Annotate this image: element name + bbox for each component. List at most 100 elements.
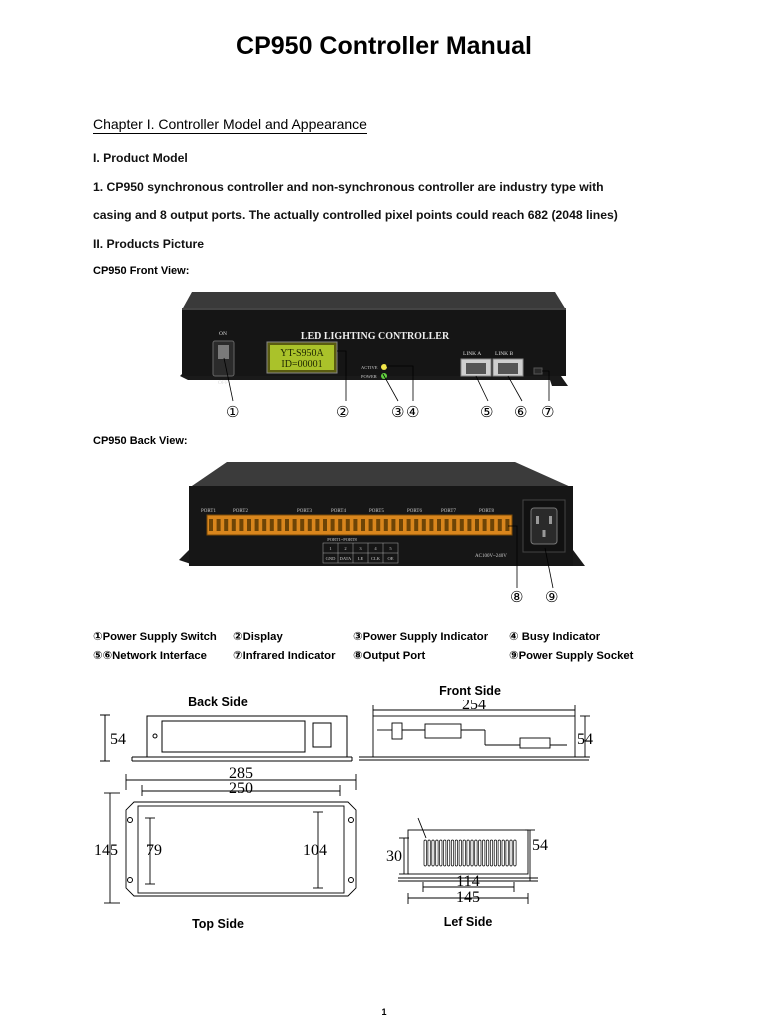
top-height-right-dim: 104 [303,842,327,859]
active-led-label: ACTIVE [361,365,378,370]
pin-name-1: GND [326,556,336,561]
terminal-pin [277,519,282,531]
legend-item-3: ③Power Supply Indicator [353,631,489,643]
legend-item-2: ②Display [233,631,283,643]
power-socket-icon [530,507,558,545]
panel-title: LED LIGHTING CONTROLLER [301,331,450,342]
pin-name-4: CLK [371,556,381,561]
front-callout-2: ② [336,403,350,421]
back-callout-9: ⑨ [545,588,559,606]
left-height-right-dim: 54 [532,837,548,854]
lcd-line-2: ID=00001 [281,359,322,370]
front-callout-3: ③ [391,403,405,421]
vent-slot [450,839,455,867]
top-side-label: Top Side [192,917,244,931]
vent-slot [427,839,431,867]
vent-slot [486,839,490,867]
terminal-pin [231,519,236,531]
pin-number-1: 1 [329,546,331,551]
port-label-2: PORT2 [233,509,248,514]
back-view-photo: PORT1 PORT2 PORT3 PORT4 PORT5 PORT6 PORT… [179,462,585,589]
pin-number-5: 5 [389,546,392,551]
vent-slot [458,839,462,867]
page-title: CP950 Controller Manual [236,32,532,60]
terminal-pin [391,519,396,531]
lcd-line-1: YT-S950A [280,348,324,359]
port-label-3: PORT3 [297,509,312,514]
left-width-outer-dim: 145 [456,889,480,906]
vent-slot [447,839,451,867]
terminal-pin [368,519,373,531]
terminal-pin [307,519,312,531]
vent-slot [482,839,486,867]
terminal-pin [505,519,510,531]
switch-on-label: ON [219,331,227,337]
vent-slot [435,839,439,867]
power-led-label: POWER [361,374,377,379]
front-height-dim: 54 [577,731,593,748]
terminal-pin [262,519,267,531]
port-label-8: PORT8 [479,509,494,514]
vent-slot [423,839,427,867]
product-description-line-2: casing and 8 output ports. The actually … [93,208,618,222]
vent-slot [454,839,458,867]
page-number: 1 [381,1007,387,1017]
legend-item-8: ⑨Power Supply Socket [509,650,634,662]
terminal-pin [254,519,259,531]
terminal-pin [345,519,350,531]
terminal-pin [490,519,495,531]
terminal-pin [429,519,434,531]
left-height-left-dim: 30 [386,848,402,865]
terminal-pin [330,519,335,531]
terminal-pin [315,519,320,531]
terminal-pin [353,519,358,531]
product-model-heading: I. Product Model [93,151,188,165]
vent-slot [493,839,497,867]
legend-item-1: ①Power Supply Switch [93,631,217,643]
terminal-pin [292,519,297,531]
terminal-pin [421,519,426,531]
chapter-heading: Chapter I. Controller Model and Appearan… [93,116,367,134]
vent-slot [478,839,482,867]
top-width-inner-dim: 250 [229,780,253,797]
vent-slot [466,839,470,867]
vent-slot [474,839,478,867]
front-view-photo: LED LIGHTING CONTROLLER ON OFF YT-S950A … [180,292,568,402]
left-width-inner-dim: 114 [456,873,479,890]
terminal-pin [376,519,381,531]
terminal-pin [209,519,213,531]
vent-slot [497,839,501,867]
front-callout-6: ⑥ [514,403,528,421]
left-side-label: Lef Side [443,915,493,929]
terminal-pin [338,519,343,531]
front-callout-5: ⑤ [480,403,494,421]
link-b-label: LINK B [495,351,514,357]
terminal-pin [383,519,388,531]
infrared-window-icon [533,367,543,375]
legend-item-6: ⑦Infrared Indicator [233,650,336,662]
vent-slot [513,839,517,867]
legend-item-4: ④ Busy Indicator [509,631,601,643]
top-height-outer-dim: 145 [94,842,118,859]
pin-name-3: LE [358,556,364,561]
pin-number-3: 3 [359,546,362,551]
pin-table-header: PORT1~PORT8 [327,537,357,542]
back-view-label: CP950 Back View: [93,435,188,447]
terminal-pin [323,519,327,531]
pin-number-2: 2 [344,546,346,551]
port-label-5: PORT5 [369,509,384,514]
terminal-pin [247,519,251,531]
port-label-7: PORT7 [441,509,456,514]
terminal-pin [224,519,229,531]
active-led-icon [381,364,387,370]
vent-slot [443,839,447,867]
voltage-label: AC100V~240V [475,554,507,559]
terminal-pin [285,519,289,531]
terminal-pin [361,519,365,531]
front-callout-1: ① [226,403,240,421]
terminal-pin [437,519,441,531]
terminal-pin [216,519,221,531]
vent-slot [462,839,466,867]
front-width-dim: 254 [462,700,486,713]
front-view-label: CP950 Front View: [93,265,190,277]
